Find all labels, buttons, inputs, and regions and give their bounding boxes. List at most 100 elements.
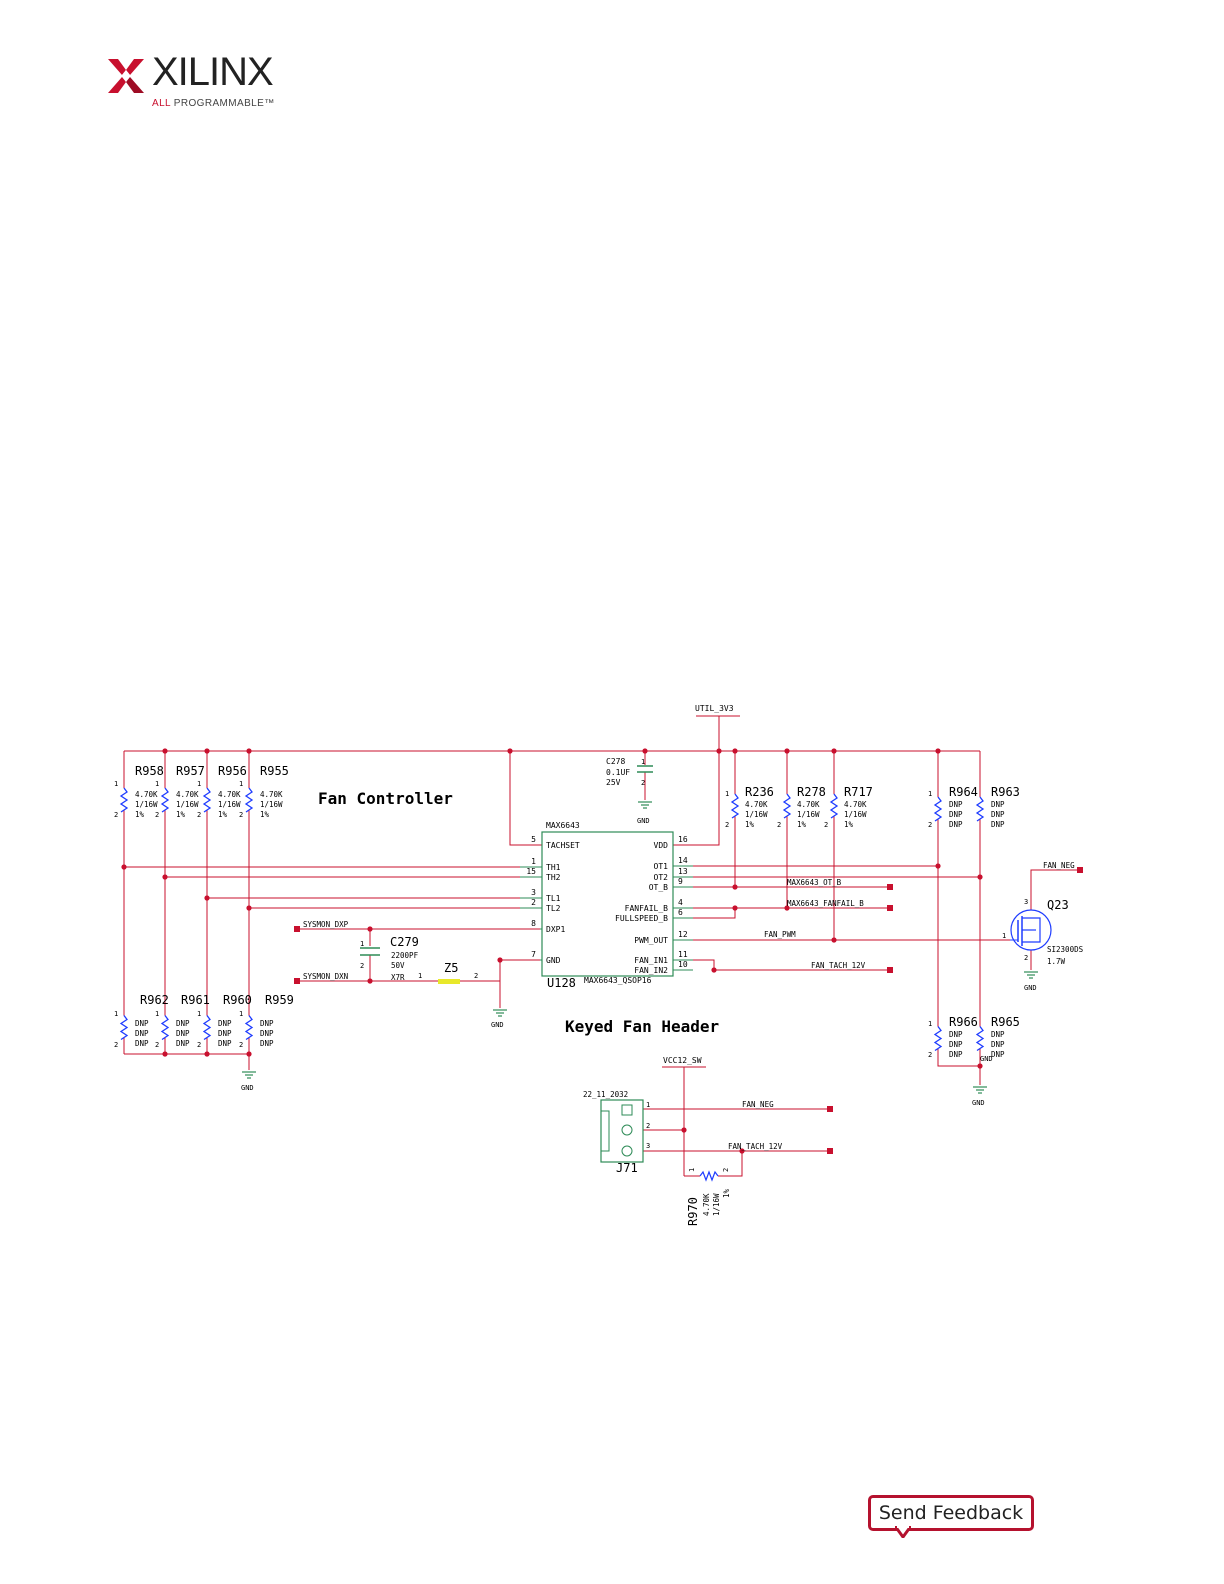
pin-number: 2 [824,821,828,829]
u128-pin-name: PWM_OUT [634,936,668,945]
pin-number: 2 [114,811,118,819]
logo-tm: ™ [264,98,275,109]
resistor-ref: R963 [991,785,1020,799]
u128-pin-name: OT1 [654,862,669,871]
u128-pin-name: TH2 [546,873,561,882]
net-gnd: GND [491,1021,504,1029]
pin-number: 2 [197,1041,201,1049]
u128-part: MAX6643_QSOP16 [584,976,652,985]
resistor-dnp-right [975,796,985,822]
pin-number: 2 [928,821,932,829]
u128-pin-name: TH1 [546,863,561,872]
resistor-value: DNP [176,1039,190,1048]
pin-number: 1 [641,758,645,766]
resistor-value: DNP [135,1019,149,1028]
fan-in-net [693,959,890,971]
u128-pin-num: 7 [531,950,536,959]
resistor-ref: R958 [135,764,164,778]
resistor-value: 1% [797,820,807,829]
net-max-fanfail-b: MAX6643_FANFAIL_B [787,899,864,908]
net-fan-tach: FAN_TACH_12V [811,961,866,970]
r970-value: 4.70K [702,1193,711,1216]
pin-number: 1 [418,972,422,980]
pin-number: 1 [360,940,364,948]
r970-body [699,1170,719,1182]
resistor-value: 4.70K [745,800,768,809]
z5-gnd-net [460,959,540,982]
pin-number: 1 [197,780,201,788]
pin-number: 2 [239,1041,243,1049]
resistor-value: DNP [135,1029,149,1038]
resistor-ref: R278 [797,785,826,799]
pin-number: 2 [725,821,729,829]
c279-value: 2200PF [391,951,419,960]
net-port [827,1106,833,1112]
net-sysmon-dxn: SYSMON_DXN [303,972,348,981]
pin-number: 1 [725,790,729,798]
resistor-ref: R959 [265,993,294,1007]
net-port [1077,867,1083,873]
u128-pin-name: OT2 [654,873,669,882]
u128-pin-num: 15 [526,867,536,876]
z5-body [438,979,460,984]
resistor-ref: R966 [949,1015,978,1029]
resistor-top-right [829,793,839,819]
c279-voltage: 50V [391,961,405,970]
resistor-top-left [244,787,254,813]
junction-dot [204,1051,210,1057]
u128-pin-num: 9 [678,877,683,886]
resistor-value: DNP [218,1029,232,1038]
resistor-value: 4.70K [135,790,158,799]
resistor-top-left [119,787,129,813]
u128-pin-name: FANFAIL_B [625,904,669,913]
resistor-ref: R960 [223,993,252,1007]
resistor-value: DNP [218,1019,232,1028]
pin-number: 1 [239,1010,243,1018]
resistor-value: DNP [260,1029,274,1038]
pin-number: 2 [928,1051,932,1059]
resistor-ref: R964 [949,785,978,799]
resistor-value: DNP [949,810,963,819]
pin-number: 1 [197,1010,201,1018]
dnp-right-bottom-rail [937,1055,981,1067]
resistor-value: 1/16W [135,800,158,809]
title-keyed-fan-header: Keyed Fan Header [565,1017,719,1036]
send-feedback-button[interactable]: Send Feedback [868,1495,1034,1531]
u128-pin-name: OT_B [649,883,668,892]
resistor-value: 1/16W [176,800,199,809]
resistor-ref: R965 [991,1015,1020,1029]
pin-number: 2 [646,1122,650,1130]
c279-dielectric: X7R [391,973,405,982]
u128-pin-name: FULLSPEED_B [615,914,668,923]
resistor-value: 1/16W [745,810,768,819]
u128-pin-num: 10 [678,960,688,969]
resistor-ref: R717 [844,785,873,799]
pin-number: 2 [474,972,478,980]
resistor-ref: R956 [218,764,247,778]
resistor-value: DNP [949,820,963,829]
u128-type: MAX6643 [546,821,580,830]
vdd-net [673,751,720,846]
pin-number: 2 [114,1041,118,1049]
resistor-value: DNP [991,800,1005,809]
resistor-value: 1% [218,810,228,819]
j71-ref: J71 [616,1161,638,1175]
resistor-value: DNP [991,1030,1005,1039]
schematic-parts [119,765,1052,1182]
resistor-value: DNP [176,1019,190,1028]
net-fan-neg-q23: FAN_NEG [1043,861,1075,870]
r970-lead [718,1151,743,1177]
u128-pin-num: 11 [678,950,688,959]
feedback-tail-icon [895,1526,911,1538]
pin-number: 3 [646,1142,650,1150]
resistor-value: 1/16W [260,800,283,809]
net-gnd: GND [1024,984,1037,992]
resistor-value: DNP [135,1039,149,1048]
u128-pin-name: VDD [654,841,669,850]
q23-ds [1022,917,1041,943]
resistor-value: 4.70K [176,790,199,799]
u128-pin-name: TL1 [546,894,561,903]
resistor-bottom-left [202,1015,212,1041]
r970-value: 1% [722,1188,731,1198]
resistor-top-left [160,787,170,813]
